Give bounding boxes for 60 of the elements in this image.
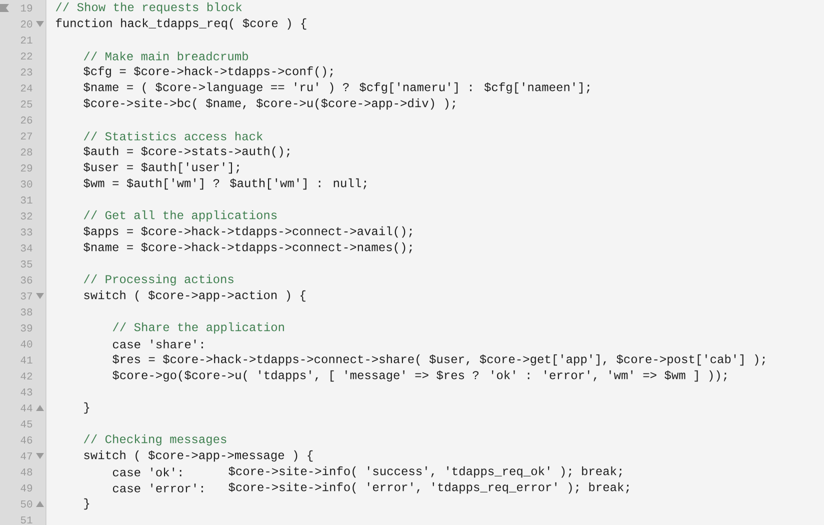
line-number: 23 [20,68,32,76]
line-number: 22 [20,52,32,60]
line-number: 41 [20,356,32,364]
code-comment: // Statistics access hack [84,132,263,140]
line-number: 35 [20,260,32,268]
line-number: 42 [20,372,32,380]
line-number: 43 [20,388,32,396]
line-number: 39 [20,324,32,332]
code-line: switch ( $core->app->message ) { [84,450,313,462]
code-line: $core->site->info( 'success', 'tdapps_req_ok' ); break; [228,466,622,478]
code-line: } [84,402,90,414]
line-number: 25 [20,100,32,108]
code-line: $name = ( $core->language == 'ru' ) ? $cfg['nameru'] : $cfg['nameen']; [84,82,590,94]
line-number: 50 [20,500,32,508]
code-line: $name = $core->hack->tdapps->connect->names(); [84,242,412,254]
code-line: $core->site->bc( $name, $core->u($core->app->div) ); [84,98,456,110]
line-number: 38 [20,308,32,316]
line-number: 49 [20,484,32,492]
line-number: 45 [20,420,32,428]
code-line: case 'error': [112,484,203,492]
code-comment: // Show the requests block [56,2,242,14]
code-line: case 'ok': [112,468,182,476]
code-line: $auth = $core->stats->auth(); [84,146,290,158]
line-number: 26 [20,116,32,124]
code-line: $core->site->info( 'error', 'tdapps_req_error' ); break; [228,482,629,494]
code-line: $res = $core->hack->tdapps->connect->share( $user, $core->get['app'], $core->post['cab'] ); [112,354,765,366]
line-number: 27 [20,132,32,140]
line-number: 31 [20,196,32,204]
line-number: 46 [20,436,32,444]
code-line: switch ( $core->app->action ) { [84,290,306,302]
code-line: case 'share': [112,340,203,348]
line-number: 21 [20,36,32,44]
code-line: $core->go($core->u( 'tdapps', [ 'message' => $res ? 'ok' : 'error', 'wm' => $wm ] )); [112,370,726,382]
line-number: 37 [20,292,32,300]
code-line: $apps = $core->hack->tdapps->connect->avail(); [84,226,412,238]
line-number: 47 [20,452,32,460]
line-number: 30 [20,180,32,188]
line-number: 40 [20,340,32,348]
code-line: $user = $auth['user']; [84,162,240,174]
line-number: 34 [20,244,32,252]
line-number: 20 [20,20,32,28]
code-line: } [84,498,90,510]
line-number: 32 [20,212,32,220]
line-number: 44 [20,404,32,412]
code-line: $cfg = $core->hack->tdapps->conf(); [84,66,333,78]
line-number: 48 [20,468,32,476]
code-comment: // Get all the applications [84,210,277,222]
line-number: 51 [20,516,32,524]
line-number: 24 [20,84,32,92]
line-number: 36 [20,276,32,284]
line-number: 28 [20,148,32,156]
line-number: 19 [20,4,32,12]
line-number: 33 [20,228,32,236]
code-comment: // Processing actions [84,274,234,286]
code-line: $wm = $auth['wm'] ? $auth['wm'] : null; [84,178,366,190]
code-comment: // Share the application [112,322,284,334]
code-comment: // Make main breadcrumb [84,52,248,60]
code-line: function hack_tdapps_req( $core ) { [56,18,306,30]
line-number: 29 [20,164,32,172]
code-comment: // Checking messages [84,434,226,446]
